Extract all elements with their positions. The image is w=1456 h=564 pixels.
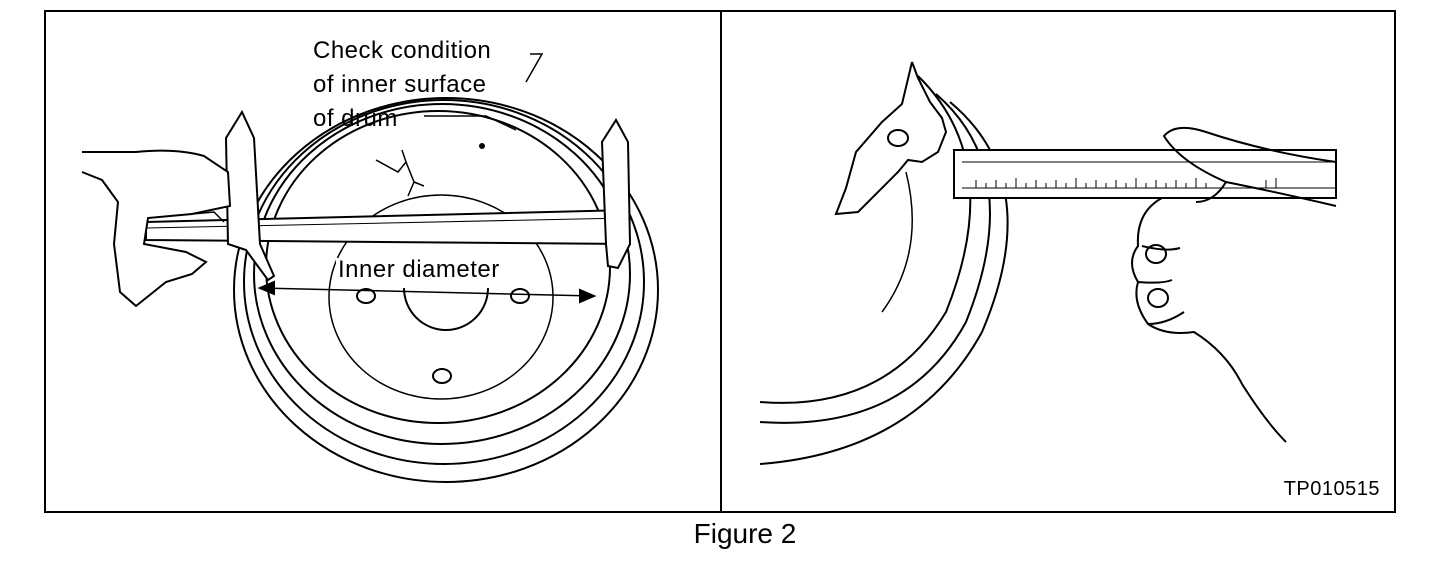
left-panel-drawing: [81, 53, 659, 483]
leader-line: [424, 53, 544, 131]
label-check-condition-line2: of inner surface: [313, 71, 487, 98]
bolt-hole: [432, 368, 452, 384]
figure-code: TP010515: [1283, 478, 1380, 500]
rule-ticks: [975, 178, 1277, 188]
brake-shoe-web: [834, 61, 948, 216]
shoe-hole: [887, 129, 909, 147]
bolt-hole: [356, 288, 376, 304]
panel-divider: [720, 12, 722, 511]
brake-lining-outer: [759, 101, 1009, 465]
drum-rim-2: [243, 99, 645, 465]
drum-crack: [375, 149, 425, 197]
right-hand: [1131, 126, 1337, 443]
label-inner-diameter: Inner diameter: [336, 256, 502, 283]
label-check-condition-line3: of drum: [313, 105, 398, 132]
inner-diameter-arrow: [259, 287, 595, 297]
measuring-rule: [953, 149, 1337, 199]
caliper-left-jaw: [224, 109, 276, 282]
bolt-hole: [510, 288, 530, 304]
brake-shoe-rim: [759, 75, 972, 404]
label-check-condition-line1: Check condition: [313, 37, 492, 64]
drum-face-ring: [328, 194, 554, 400]
caliper-right-jaw: [600, 118, 632, 270]
drum-outer-rim: [233, 97, 659, 483]
left-hand: [81, 149, 232, 308]
caliper-beam: [145, 208, 632, 246]
figure-frame: Check condition of inner surface of drum…: [44, 10, 1396, 513]
brake-lining-inner: [759, 93, 991, 424]
drum-rim-3: [253, 103, 631, 445]
figure-caption: Figure 2: [693, 518, 797, 549]
drum-hub: [403, 287, 489, 331]
